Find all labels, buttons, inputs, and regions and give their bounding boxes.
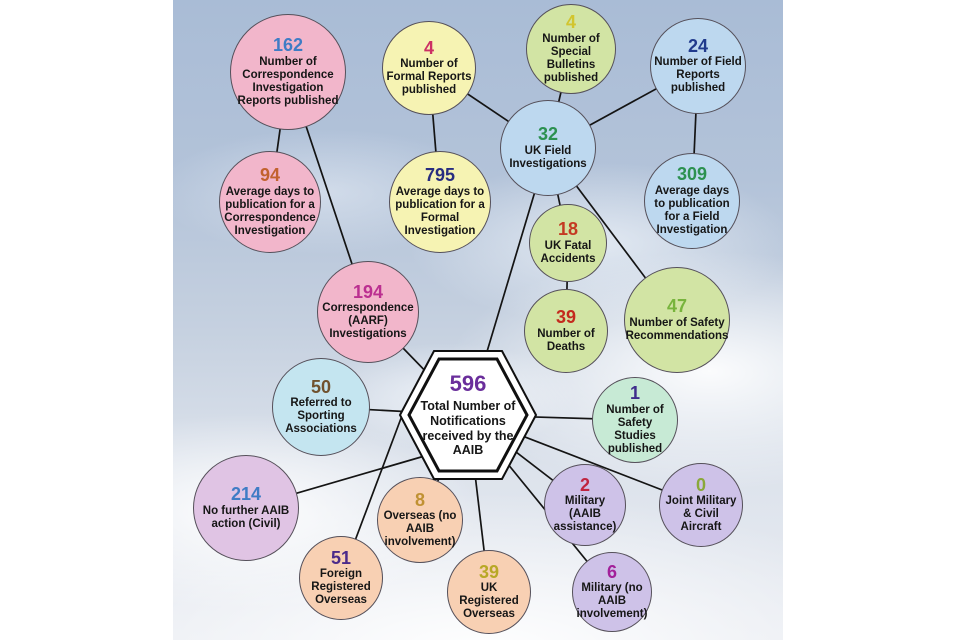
node-value: 309 [676, 164, 708, 185]
node-value: 39 [478, 561, 500, 582]
node-label: Correspondence (AARF) Investigations [322, 302, 414, 341]
node-label: Joint Military & Civil Aircraft [665, 495, 737, 534]
node-value: 162 [272, 35, 304, 56]
node-label: Number of Safety Recommendations [625, 316, 729, 342]
node-label: Number of Correspondence Investigation R… [237, 55, 339, 107]
node-value: 39 [555, 307, 577, 328]
node-label: Number of Deaths [537, 327, 595, 353]
node-value: 24 [687, 35, 709, 56]
node-value: 18 [557, 219, 579, 240]
node-value: 1 [629, 383, 640, 404]
node-label: Total Number of Notifications received b… [420, 399, 516, 458]
node-label: UK Field Investigations [509, 144, 587, 170]
node-label: Foreign Registered Overseas [311, 568, 371, 607]
node-label: Number of Field Reports published [654, 56, 742, 95]
node-label: UK Fatal Accidents [540, 239, 596, 265]
node-value: 214 [230, 484, 262, 505]
node-label: Average days to publication for a Corres… [224, 185, 316, 237]
node-label: Number of Formal Reports published [386, 58, 472, 97]
node-total-content: 596 Total Number of Notifications receiv… [408, 354, 528, 476]
node-value: 2 [579, 474, 590, 495]
node-value: 32 [537, 124, 559, 145]
node-label: Average days to publication for a Formal… [395, 185, 485, 237]
node-label: Average days to publication for a Field … [654, 184, 730, 236]
node-value: 6 [606, 561, 617, 582]
node-label: No further AAIB action (Civil) [202, 504, 290, 530]
node-label: Referred to Sporting Associations [285, 397, 357, 436]
node-value: 795 [424, 165, 456, 186]
node-value: 0 [695, 474, 706, 495]
node-value: 47 [666, 296, 688, 317]
node-value: 50 [310, 376, 332, 397]
node-value: 596 [449, 370, 487, 396]
node-total: 596 Total Number of Notifications receiv… [396, 338, 540, 492]
node-label: Number of Special Bulletins published [542, 32, 600, 84]
node-label: Number of Safety Studies published [606, 403, 664, 455]
node-label: UK Registered Overseas [459, 582, 519, 621]
node-value: 51 [330, 547, 352, 568]
node-value: 4 [565, 12, 576, 33]
node-value: 4 [423, 37, 434, 58]
node-label: Military (AAIB assistance) [553, 495, 617, 534]
node-value: 8 [414, 489, 425, 510]
hexagon-shape [398, 350, 538, 480]
node-value: 194 [352, 281, 384, 302]
node-label: Overseas (no AAIB involvement) [383, 510, 457, 549]
node-value: 94 [259, 165, 281, 186]
node-label: Military (no AAIB involvement) [576, 582, 648, 621]
